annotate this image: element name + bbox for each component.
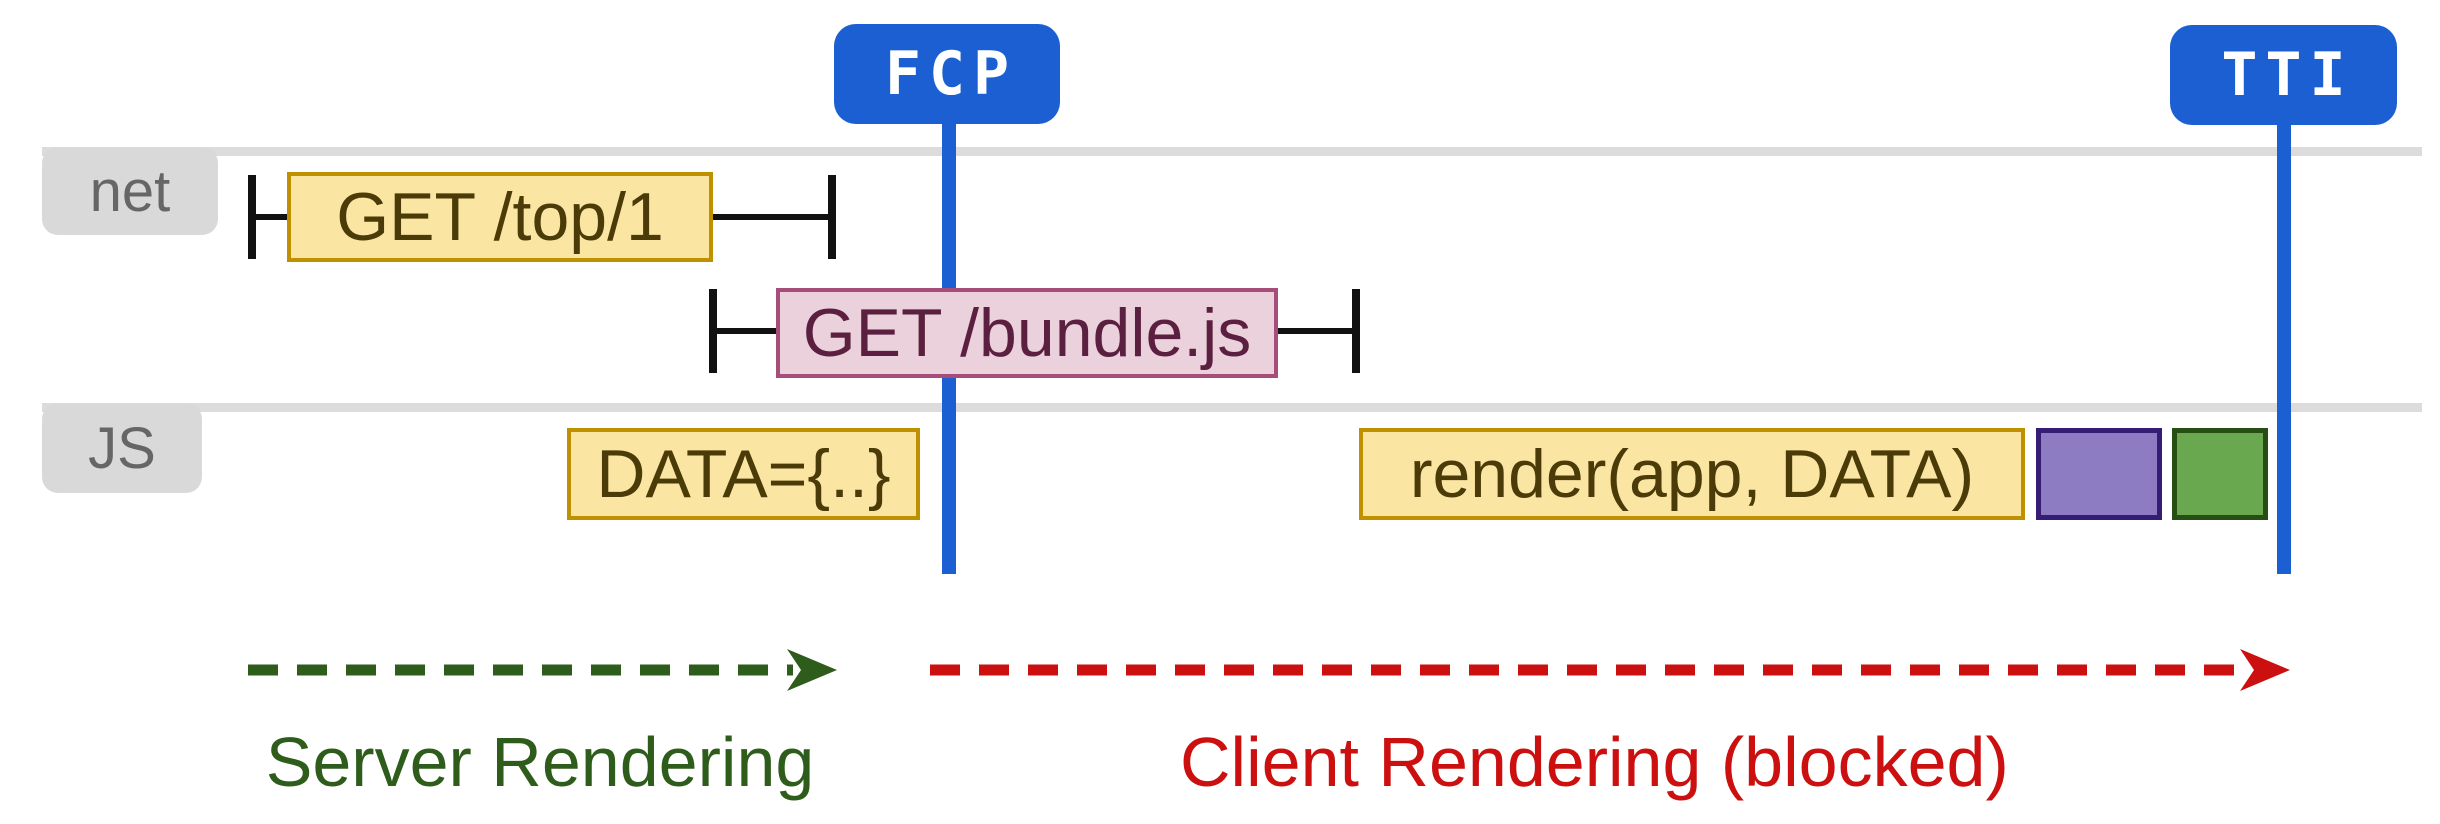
- net-track-line: [42, 147, 2422, 156]
- tti-badge-text: TTI: [2221, 40, 2354, 110]
- server-rendering-caption: Server Rendering: [240, 722, 840, 802]
- client-rendering-caption: Client Rendering (blocked): [1180, 722, 2009, 802]
- js-track-line: [42, 403, 2422, 412]
- tti-marker-line: [2277, 122, 2291, 574]
- bundle-request-end-tick: [1352, 289, 1360, 373]
- track-label-net: net: [42, 147, 218, 235]
- bundle-request-label: GET /bundle.js: [802, 295, 1252, 371]
- event-task-green: [2172, 428, 2268, 520]
- server-rendering-caption-text: Server Rendering: [265, 723, 815, 801]
- render-call-label: render(app, DATA): [1409, 436, 1975, 512]
- bundle-request-start-tick: [709, 289, 717, 373]
- event-top-request: GET /top/1: [287, 172, 713, 262]
- data-eval-label: DATA={..}: [596, 436, 891, 512]
- server-rendering-arrow: [248, 649, 837, 691]
- top-request-start-tick: [248, 175, 256, 259]
- event-data-eval: DATA={..}: [567, 428, 920, 520]
- client-rendering-arrow: [930, 649, 2290, 691]
- fcp-badge: FCP: [834, 24, 1060, 124]
- event-bundle-request: GET /bundle.js: [776, 288, 1278, 378]
- net-label-text: net: [89, 158, 171, 224]
- top-request-end-tick: [828, 175, 836, 259]
- js-label-text: JS: [88, 415, 156, 481]
- track-label-js: JS: [42, 403, 202, 493]
- top-request-label: GET /top/1: [336, 179, 664, 255]
- tti-badge: TTI: [2170, 25, 2397, 125]
- client-rendering-caption-text: Client Rendering (blocked): [1180, 723, 2009, 801]
- event-render-call: render(app, DATA): [1359, 428, 2025, 520]
- fcp-badge-text: FCP: [884, 39, 1018, 109]
- event-task-purple: [2036, 428, 2162, 520]
